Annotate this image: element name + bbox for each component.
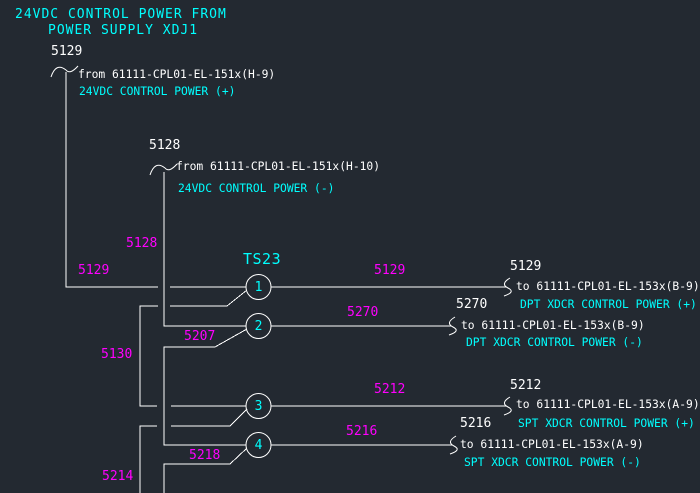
dest-description-terminal-4: SPT XDCR CONTROL POWER (-)	[464, 456, 641, 469]
dest-description-terminal-1: DPT XDCR CONTROL POWER (+)	[520, 298, 697, 311]
drawing-title-line1: 24VDC CONTROL POWER FROM	[15, 7, 227, 22]
wire-tag-terminal-2: 5270	[347, 305, 379, 320]
terminal-4-number: 4	[254, 438, 263, 453]
wire-tag-5129: 5129	[78, 263, 110, 278]
wire-5218-jumper	[163, 447, 248, 493]
wire-5214-jumper-drop	[139, 425, 157, 493]
dest-wire-number-terminal-1: 5129	[510, 259, 542, 274]
terminal-1-number: 1	[254, 280, 263, 295]
dest-terminal-1: to 61111-CPL01-EL-153x(B-9)	[516, 280, 700, 293]
wire-5214-jumper	[171, 408, 248, 427]
terminal-3-circle	[245, 393, 272, 419]
dest-terminal-2: to 61111-CPL01-EL-153x(B-9)	[461, 319, 645, 332]
terminal-3-number: 3	[254, 399, 263, 414]
terminal-4-circle	[245, 432, 272, 458]
dest-description-terminal-2: DPT XDCR CONTROL POWER (-)	[466, 336, 643, 349]
wire-break-icon	[448, 316, 457, 336]
wire-break-icon	[449, 435, 458, 455]
wire-break-icon	[50, 65, 79, 78]
source-description-positive: 24VDC CONTROL POWER (+)	[79, 85, 236, 98]
wire-break-icon	[503, 396, 512, 416]
wire-tag-5207: 5207	[184, 329, 216, 344]
terminal-strip-label: TS23	[243, 250, 282, 268]
dest-wire-number-terminal-2: 5270	[456, 297, 488, 312]
source-origin-negative: from 61111-CPL01-EL-151x(H-10)	[176, 160, 381, 173]
wire-5207-jumper	[163, 328, 248, 446]
dest-wire-number-terminal-3: 5212	[510, 378, 542, 393]
dest-terminal-3: to 61111-CPL01-EL-153x(A-9)	[516, 398, 700, 411]
wire-tag-5130: 5130	[101, 347, 133, 362]
wire-tag-5128: 5128	[126, 236, 158, 251]
wire-tag-5218: 5218	[189, 448, 221, 463]
wire-tag-terminal-1: 5129	[374, 263, 406, 278]
dest-wire-number-terminal-4: 5216	[460, 416, 492, 431]
terminal-2-circle	[245, 313, 272, 339]
wire-5129-feed	[65, 72, 158, 288]
wire-break-icon	[149, 163, 178, 176]
drawing-title-line2: POWER SUPPLY XDJ1	[48, 23, 199, 38]
source-wire-number-negative: 5128	[149, 138, 181, 153]
wire-5130-jumper	[170, 289, 248, 307]
wire-tag-terminal-4: 5216	[346, 424, 378, 439]
dest-description-terminal-3: SPT XDCR CONTROL POWER (+)	[518, 417, 695, 430]
wire-break-icon	[503, 277, 512, 297]
source-description-negative: 24VDC CONTROL POWER (-)	[178, 182, 335, 195]
source-origin-positive: from 61111-CPL01-EL-151x(H-9)	[78, 68, 276, 81]
wire-5130-jumper-drop	[139, 305, 158, 407]
terminal-2-number: 2	[254, 319, 263, 334]
wire-tag-terminal-3: 5212	[374, 382, 406, 397]
wire-5128-feed	[163, 172, 246, 327]
terminal-1-circle	[245, 274, 272, 300]
wire-tag-5214: 5214	[102, 469, 134, 484]
source-wire-number-positive: 5129	[51, 44, 83, 59]
dest-terminal-4: to 61111-CPL01-EL-153x(A-9)	[460, 438, 644, 451]
